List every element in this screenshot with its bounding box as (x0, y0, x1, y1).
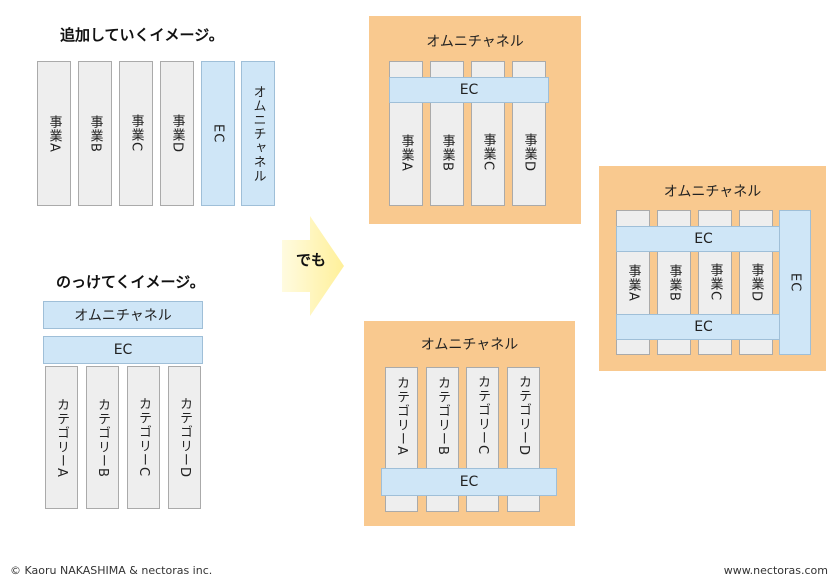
column-label: 事業B (87, 114, 103, 153)
column-label: カテゴリーA (54, 397, 69, 478)
column-label: 事業D (521, 132, 537, 172)
bar-ec: EC (389, 77, 549, 103)
panel-title: オムニチャネル (420, 337, 519, 353)
column-label: 事業C (128, 114, 144, 153)
column-label: 事業A (46, 114, 62, 153)
panel-title: オムニチャネル (663, 184, 762, 200)
column-label: 事業C (707, 263, 723, 302)
panel-title: オムニチャネル (426, 34, 524, 50)
column-label: EC (210, 123, 226, 144)
column-label: 事業A (625, 263, 641, 302)
column-omnichannel: オムニチャネル (241, 61, 275, 206)
column-label: 事業B (666, 263, 682, 302)
column-category-a: カテゴリーA (45, 366, 78, 509)
bar-ec: EC (381, 468, 557, 496)
column-label: 事業D (748, 262, 764, 302)
column-label: カテゴリーB (435, 375, 450, 456)
column-label: カテゴリーB (95, 397, 110, 478)
column-business-d: 事業D (160, 61, 194, 206)
column-label: 事業B (439, 133, 455, 172)
column-label: カテゴリーC (475, 375, 490, 456)
omnichannel-panel-1: オムニチャネル 事業A 事業B 事業C 事業D EC (369, 16, 581, 224)
column-category-c: カテゴリーC (127, 366, 160, 509)
column-label: EC (787, 272, 803, 293)
column-ec: EC (201, 61, 235, 206)
footer-copyright: © Kaoru NAKASHIMA & nectoras inc. (10, 564, 213, 577)
column-category-b: カテゴリーB (86, 366, 119, 509)
column-label: 事業A (398, 133, 414, 172)
column-business-c: 事業C (119, 61, 153, 206)
bar-ec-top: EC (616, 226, 791, 252)
column-label: カテゴリーD (516, 374, 531, 456)
column-label: オムニチャネル (250, 84, 266, 183)
column-business-a: 事業A (37, 61, 71, 206)
omnichannel-panel-2: オムニチャネル 事業A 事業B 事業C 事業D EC EC EC (599, 166, 826, 371)
bar-ec-bottom: EC (616, 314, 791, 340)
column-business-b: 事業B (78, 61, 112, 206)
column-label: 事業C (480, 133, 496, 172)
column-category-d: カテゴリーD (168, 366, 201, 509)
footer-site: www.nectoras.com (723, 564, 828, 577)
bar-ec: EC (43, 336, 203, 364)
bar-omnichannel: オムニチャネル (43, 301, 203, 329)
column-label: カテゴリーA (394, 375, 409, 456)
arrow-label: でも (296, 251, 327, 269)
heading-adding: 追加していくイメージ。 (60, 26, 224, 44)
arrow-icon (282, 216, 344, 316)
column-ec-side: EC (779, 210, 811, 355)
omnichannel-panel-3: オムニチャネル カテゴリーA カテゴリーB カテゴリーC カテゴリーD EC (364, 321, 575, 526)
column-label: 事業D (169, 113, 185, 153)
heading-stacking: のっけてくイメージ。 (56, 273, 205, 291)
column-label: カテゴリーC (136, 397, 151, 478)
column-label: カテゴリーD (177, 396, 192, 478)
